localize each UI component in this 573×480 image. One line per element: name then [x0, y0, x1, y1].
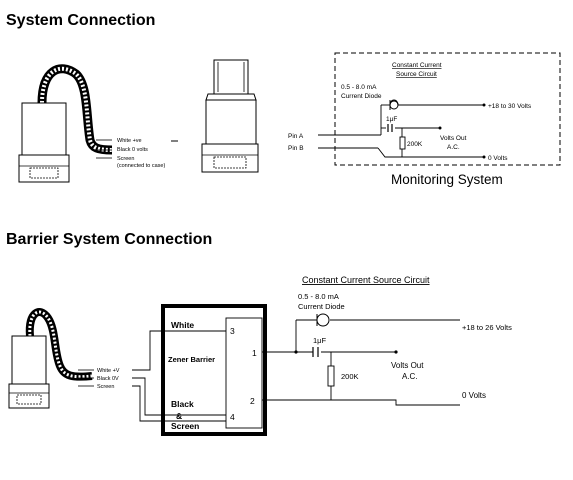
capacitor-label: 1μF [386, 116, 397, 123]
cable-label-screen: Screen [117, 156, 134, 162]
barrier-zero-volts-label: 0 Volts [462, 391, 486, 400]
barrier-ac-label: A.C. [402, 372, 418, 381]
diode-spec-line2: Current Diode [341, 93, 382, 100]
monitoring-system-label: Monitoring System [391, 172, 503, 187]
monitoring-system-box [334, 52, 561, 166]
cable-label-white: White +ve [117, 138, 142, 144]
zero-volts-label: 0 Volts [488, 155, 508, 162]
resistor-symbol [399, 136, 406, 150]
cc-title-line2: Source Circuit [396, 71, 437, 78]
resistor-label: 200K [407, 141, 423, 148]
barrier-supply-label: +18 to 26 Volts [462, 323, 512, 332]
terminal-1-label: 1 [252, 348, 257, 358]
barrier-cc-title: Constant Current Source Circuit [302, 275, 430, 285]
barrier-white-label: White [171, 320, 194, 330]
volts-out-label: Volts Out [440, 135, 467, 142]
barrier-black-label: Black [171, 399, 194, 409]
sensor-with-cable-3 [8, 308, 94, 409]
barrier-resistor-symbol [327, 365, 335, 387]
barrier-diode-spec-line2: Current Diode [298, 302, 345, 311]
zener-barrier-label: Zener Barrier [168, 355, 215, 364]
system-connection-title: System Connection [6, 12, 156, 29]
barrier-system-connection-title: Barrier System Connection [6, 231, 213, 248]
barrier-amp-label: & [176, 411, 182, 421]
pin-b-label: Pin B [288, 145, 304, 152]
cc-title-line1: Constant Current [392, 62, 442, 69]
supply-voltage-label: +18 to 30 Volts [488, 103, 532, 110]
pin-a-label: Pin A [288, 133, 304, 140]
terminal-2-label: 2 [250, 396, 255, 406]
barrier-screen-label: Screen [171, 421, 199, 431]
cable-label-black: Black 0 volts [117, 147, 148, 153]
diode-spec-line1: 0.5 - 8.0 mA [341, 84, 377, 91]
barrier-diode-spec-line1: 0.5 - 8.0 mA [298, 292, 339, 301]
barrier-volts-out-label: Volts Out [391, 361, 424, 370]
cable-label-screen-note: (connected to case) [117, 163, 165, 169]
terminal-3-label: 3 [230, 326, 235, 336]
barrier-cable-label-screen: Screen [97, 384, 114, 390]
zener-barrier-box [161, 304, 267, 436]
barrier-capacitor-label: 1μF [313, 336, 326, 345]
barrier-terminal-block [225, 317, 263, 429]
barrier-cable-label-white: White +V [97, 368, 120, 374]
barrier-circuit-wires [262, 319, 460, 406]
barrier-cable-label-black: Black 0V [97, 376, 119, 382]
ac-label: A.C. [447, 144, 460, 151]
system-circuit-wires [318, 104, 484, 158]
sensor-to-barrier-wires [132, 330, 226, 422]
sensor-with-cable-1 [18, 64, 113, 183]
sensor-connector-2 [201, 59, 259, 173]
barrier-resistor-label: 200K [341, 372, 359, 381]
terminal-4-label: 4 [230, 412, 235, 422]
